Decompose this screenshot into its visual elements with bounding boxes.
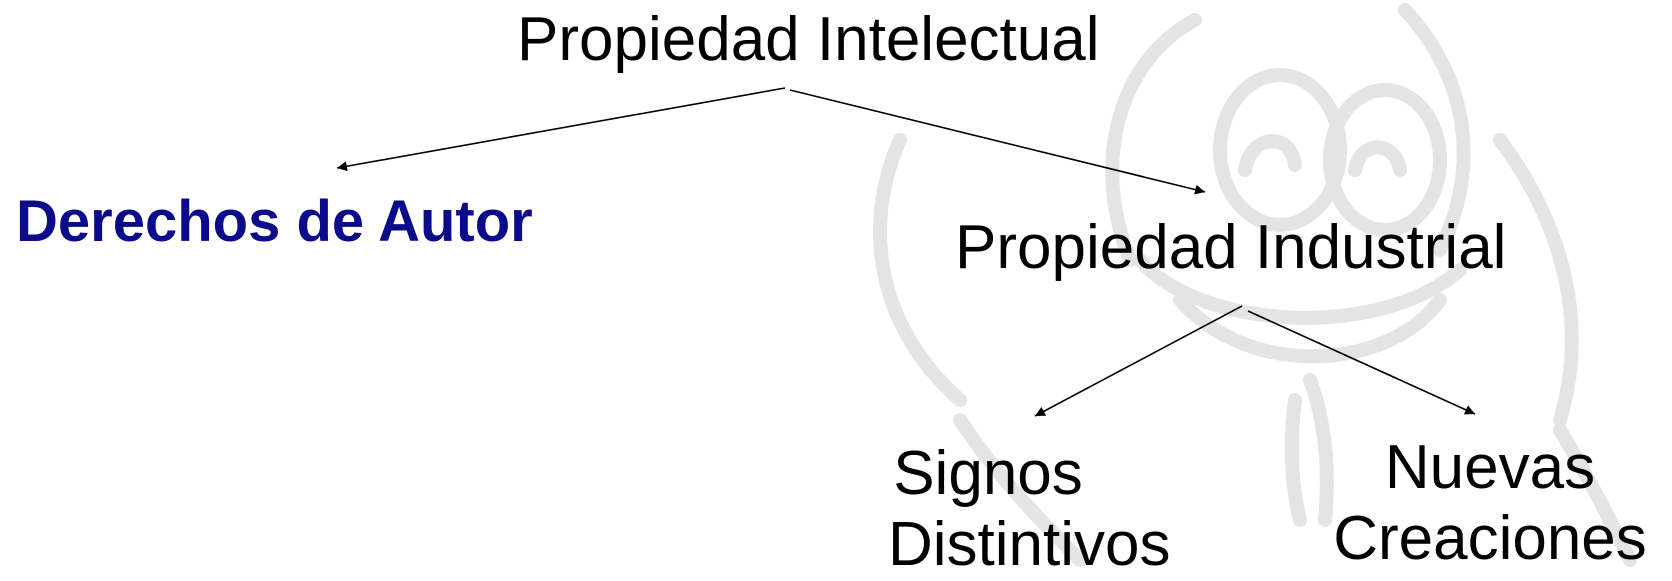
- node-nuevas-creaciones: Nuevas Creaciones: [1325, 432, 1655, 575]
- node-propiedad-industrial: Propiedad Industrial: [955, 213, 1507, 282]
- node-propiedad-intelectual: Propiedad Intelectual: [517, 5, 1100, 74]
- arrow-root-to-derechos-autor: [336, 87, 786, 172]
- node-signos-line2: Distintivos: [888, 510, 1171, 580]
- node-nuevas-line2: Creaciones: [1333, 504, 1647, 574]
- node-signos-distintivos: Signos Distintivos: [888, 438, 1171, 581]
- node-derechos-de-autor: Derechos de Autor: [16, 189, 533, 254]
- node-nuevas-line1: Nuevas: [1384, 433, 1596, 502]
- node-signos-line1: Signos: [893, 439, 1083, 508]
- arrow-industrial-to-signos: [1034, 305, 1243, 417]
- arrow-industrial-to-nuevas: [1247, 310, 1476, 415]
- arrow-root-to-propiedad-industrial: [789, 89, 1206, 195]
